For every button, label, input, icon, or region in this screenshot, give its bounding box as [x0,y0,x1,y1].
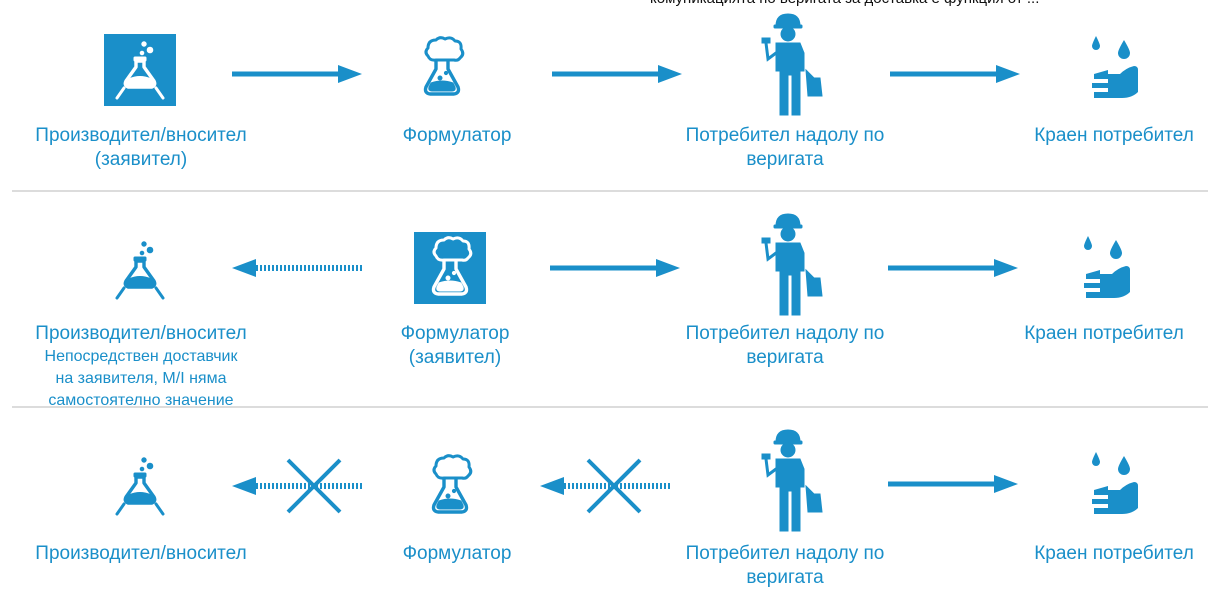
arrow-icon [888,475,1018,493]
arrow-icon [890,65,1020,83]
hand-drops-icon [1084,236,1130,298]
arrow-icon [888,259,1018,277]
cross-icon [586,458,642,514]
arrow-icon [550,259,680,277]
caption-end-user: Краен потребител [1034,543,1194,564]
caption-end-user: Краен потребител [1034,125,1194,146]
flask-foam-icon [431,454,473,514]
hand-drops-icon [1092,452,1138,514]
caption-formulator: Формулатор [402,125,512,146]
flask-icon [115,40,165,100]
caption-formulator: Формулатор(заявител) [400,323,510,368]
arrow-icon [552,65,682,83]
cross-icon [286,458,342,514]
caption-manufacturer: Производител/вносител [35,323,247,344]
row-separator [12,406,1208,408]
dotted-arrow-icon [232,259,362,277]
dotted-arrow-icon [540,477,670,495]
caption-end-user: Краен потребител [1024,323,1184,344]
flask-foam-icon [423,36,465,96]
header-note: комуникацията по веригата за доставка е … [650,0,1039,8]
flask-foam-icon [431,236,473,296]
caption-manufacturer: Производител/вносител(заявител) [35,125,247,170]
arrow-icon [232,65,362,83]
worker-icon [760,428,824,533]
dotted-arrow-icon [232,477,362,495]
caption-formulator: Формулатор [402,543,512,564]
caption-manufacturer: Производител/вносител [35,543,247,564]
flask-icon [115,240,165,300]
manufacturer-tile [104,34,176,106]
worker-icon [760,12,824,117]
hand-drops-icon [1092,36,1138,98]
worker-icon [760,212,824,317]
flask-icon [115,456,165,516]
formulator-tile [414,232,486,304]
row-separator [12,190,1208,192]
